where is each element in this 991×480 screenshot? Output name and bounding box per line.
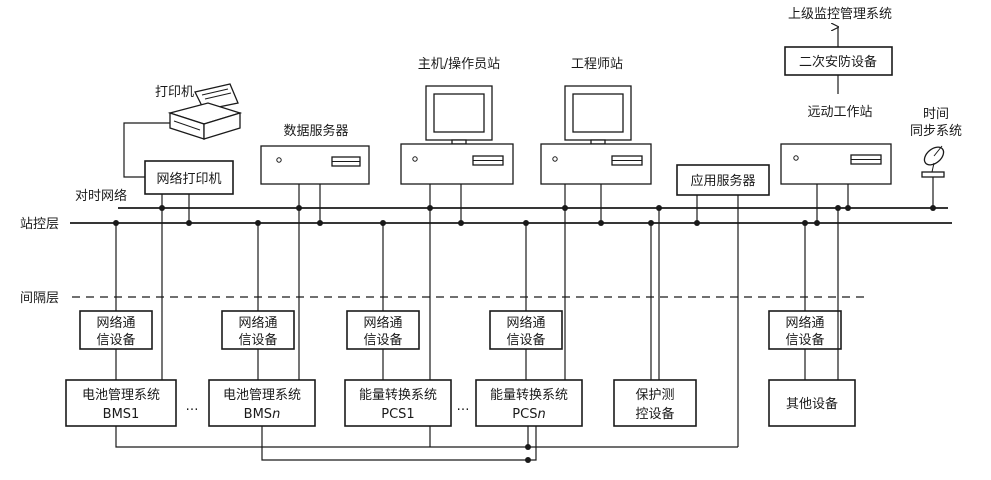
bottom-device-line2: BMSn [244,407,281,422]
pcs-suffix: n [537,407,545,422]
remote-station-label: 远动工作站 [807,105,872,120]
bottom-device-line2: 控设备 [635,406,674,422]
comm-device-line2: 信设备 [96,332,135,348]
other-device-box: 其他设备 [768,379,856,427]
engineer-station-label: 工程师站 [571,57,623,72]
comm-device-line1: 网络通 [363,315,402,331]
engineer-computer-icon [540,85,652,185]
pcs-prefix: PCS [512,407,537,422]
bottom-device-line2: PCSn [512,407,545,422]
comm-device-5: 网络通 信设备 [768,310,842,350]
printer-device: 打印机 [155,83,243,140]
printer-connector [123,122,170,178]
bottom-device-line1: 其他设备 [786,396,838,412]
bottom-device-line2: PCS1 [381,407,414,422]
host-computer-icon [400,85,514,185]
timing-network-label: 对时网络 [75,188,127,204]
junction-dots [113,205,936,463]
remote-station-icon [780,143,892,185]
bay-layer-label: 间隔层 [20,291,59,306]
bms1-box: 电池管理系统 BMS1 [65,379,177,427]
time-sync-label-line2: 同步系统 [910,124,962,139]
comm-device-line1: 网络通 [785,315,824,331]
bay-connections [115,195,839,447]
ellipsis-1: … [186,399,199,414]
bottom-device-line1: 能量转换系统 [490,388,568,403]
bmsn-box: 电池管理系统 BMSn [208,379,316,427]
bottom-device-line2: BMS1 [103,407,140,422]
ellipsis-2: … [457,399,470,414]
app-server-box [676,164,770,196]
comm-device-line2: 信设备 [363,332,402,348]
pcsn-box: 能量转换系统 PCSn [475,379,583,427]
pcs1-box: 能量转换系统 PCS1 [344,379,452,427]
bottom-device-line1: 电池管理系统 [223,388,301,403]
bottom-interconnect [115,426,738,461]
bms-prefix: BMS [244,407,272,422]
data-server-label: 数据服务器 [283,123,348,139]
secondary-security-box [784,46,893,76]
comm-device-1: 网络通 信设备 [79,310,153,350]
time-sync-label-line1: 时间 [923,107,949,122]
bms-suffix: n [272,407,280,422]
bottom-device-line1: 电池管理系统 [82,388,160,403]
comm-device-line1: 网络通 [238,315,277,331]
comm-device-2: 网络通 信设备 [221,310,295,350]
comm-device-4: 网络通 信设备 [489,310,563,350]
network-printer-box [144,160,234,195]
station-layer-label: 站控层 [20,217,59,232]
secondary-security-label: 二次安防设备 [799,54,877,70]
satellite-dish-icon [921,145,945,178]
comm-device-3: 网络通 信设备 [346,310,420,350]
comm-device-line2: 信设备 [506,332,545,348]
comm-device-line1: 网络通 [506,315,545,331]
upper-system-label: 上级监控管理系统 [788,7,892,22]
network-printer-label: 网络打印机 [156,171,221,187]
data-server-icon [260,145,370,185]
protection-device-box: 保护测 控设备 [613,379,697,427]
host-station-label: 主机/操作员站 [418,56,500,72]
app-server-label: 应用服务器 [690,173,755,189]
comm-device-line1: 网络通 [96,315,135,331]
printer-label: 打印机 [155,85,194,100]
comm-device-line2: 信设备 [785,332,824,348]
bottom-device-line1: 能量转换系统 [359,388,437,403]
comm-device-line2: 信设备 [238,332,277,348]
bottom-device-line1: 保护测 [635,388,674,403]
